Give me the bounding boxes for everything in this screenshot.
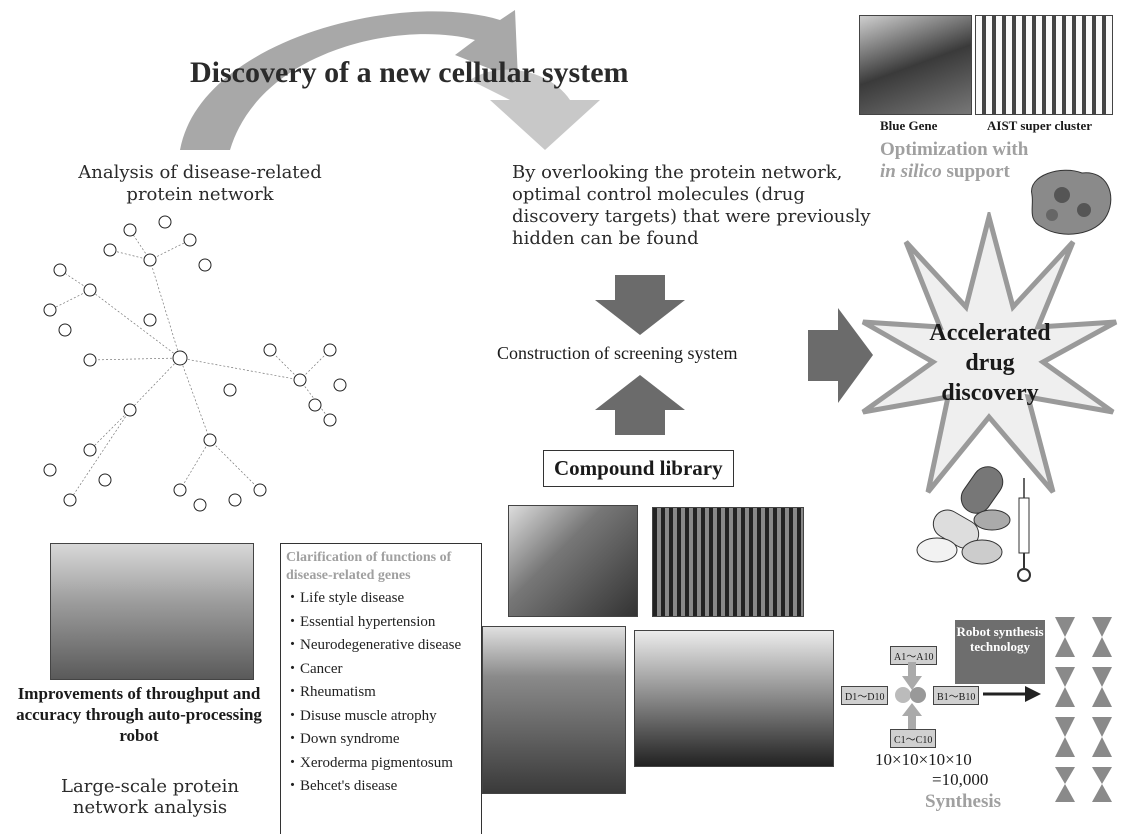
- overlook-text: By overlooking the protein network, opti…: [512, 162, 871, 249]
- protein-network-graph: [43, 215, 347, 512]
- functions-list: ・Life style disease ・Essential hypertens…: [281, 587, 481, 799]
- compound-library-box: Compound library: [543, 450, 734, 487]
- compound-photo-2: [652, 507, 804, 617]
- right-arrow: [808, 308, 873, 403]
- functions-box: Clarification of functions of disease-re…: [280, 543, 482, 834]
- function-item: ・Rheumatism: [285, 684, 376, 700]
- synthesis-output-arrow: [983, 686, 1041, 702]
- blue-gene-photo: [859, 15, 972, 115]
- optimization-text: Optimization with in silico support: [880, 139, 1028, 183]
- in-silico-text: in silico: [880, 161, 942, 182]
- functions-heading: Clarification of functions of disease-re…: [286, 550, 452, 583]
- function-item: ・Down syndrome: [285, 731, 400, 747]
- syringe-image: [1017, 478, 1031, 582]
- optimization-line1: Optimization with: [880, 139, 1029, 160]
- large-scale-caption: Large-scale protein network analysis: [61, 776, 239, 818]
- function-item: ・Essential hypertension: [285, 613, 436, 630]
- optimization-suffix: support: [941, 161, 1010, 182]
- function-item: ・Disuse muscle atrophy: [285, 707, 437, 724]
- screening-label: Construction of screening system: [497, 343, 738, 363]
- center-node: [895, 687, 926, 703]
- building-photo: [482, 626, 626, 794]
- chip-b: B1～B10: [933, 686, 980, 705]
- network-caption: Analysis of disease-related protein netw…: [78, 162, 322, 205]
- function-item: ・Xeroderma pigmentosum: [285, 754, 453, 771]
- blue-gene-label: Blue Gene: [880, 118, 938, 133]
- formula-line2: =10,000: [932, 770, 989, 789]
- protein-structure-image: [1031, 169, 1112, 235]
- arrow-down-a: [902, 662, 922, 690]
- chip-d: D1～D10: [841, 686, 889, 705]
- page-title: Discovery of a new cellular system: [190, 56, 629, 89]
- function-item: ・Behcet's disease: [285, 778, 398, 794]
- pills-image: [916, 466, 1011, 565]
- aist-cluster-photo: [975, 15, 1113, 115]
- function-item: ・Cancer: [285, 660, 343, 677]
- robot-lab-photo: [50, 543, 254, 680]
- aist-label: AIST super cluster: [987, 118, 1092, 133]
- compound-grid-image: [1055, 617, 1112, 802]
- optimization-line2: in silico support: [880, 161, 1028, 183]
- up-arrow: [595, 375, 685, 435]
- accelerated-label: Accelerated drug discovery: [929, 320, 1051, 406]
- robot-caption: Improvements of throughput and accuracy …: [16, 684, 262, 745]
- accelerated-starburst: [861, 212, 1118, 494]
- robot-synthesis-label: Robot synthesis technology: [955, 620, 1045, 684]
- cycle-arc-arrow: [180, 10, 600, 150]
- function-item: ・Neurodegenerative disease: [285, 637, 462, 653]
- chip-c: C1～C10: [890, 729, 937, 748]
- compound-photo-1: [508, 505, 638, 617]
- formula-line1: 10×10×10×10: [875, 750, 972, 769]
- compound-plate-photo: [634, 630, 834, 767]
- arrow-up-c: [902, 703, 922, 729]
- down-arrow: [595, 275, 685, 335]
- synthesis-label: Synthesis: [925, 791, 1002, 812]
- function-item: ・Life style disease: [285, 590, 405, 606]
